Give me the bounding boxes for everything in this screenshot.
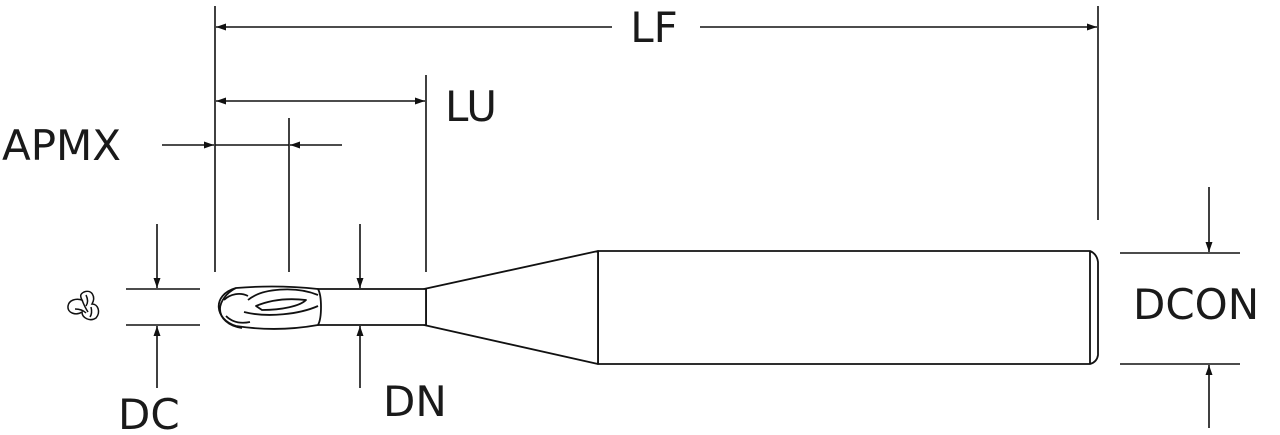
lf-label: LF <box>630 3 678 52</box>
dcon-dimension <box>1120 187 1240 428</box>
apmx-dimension <box>162 118 342 272</box>
lu-dimension <box>216 75 427 272</box>
reduced-neck <box>314 288 427 326</box>
flute-section-icon <box>67 290 100 321</box>
dn-label: DN <box>383 377 447 426</box>
end-mill-tool <box>217 250 1099 365</box>
dc-label: DC <box>118 390 180 435</box>
shank <box>597 250 1099 365</box>
neck-taper <box>423 250 599 365</box>
dc-dimension <box>126 224 200 388</box>
apmx-label: APMX <box>2 121 121 170</box>
lu-label: LU <box>445 82 497 131</box>
lf-dimension <box>214 6 1099 272</box>
dcon-label: DCON <box>1133 280 1259 329</box>
